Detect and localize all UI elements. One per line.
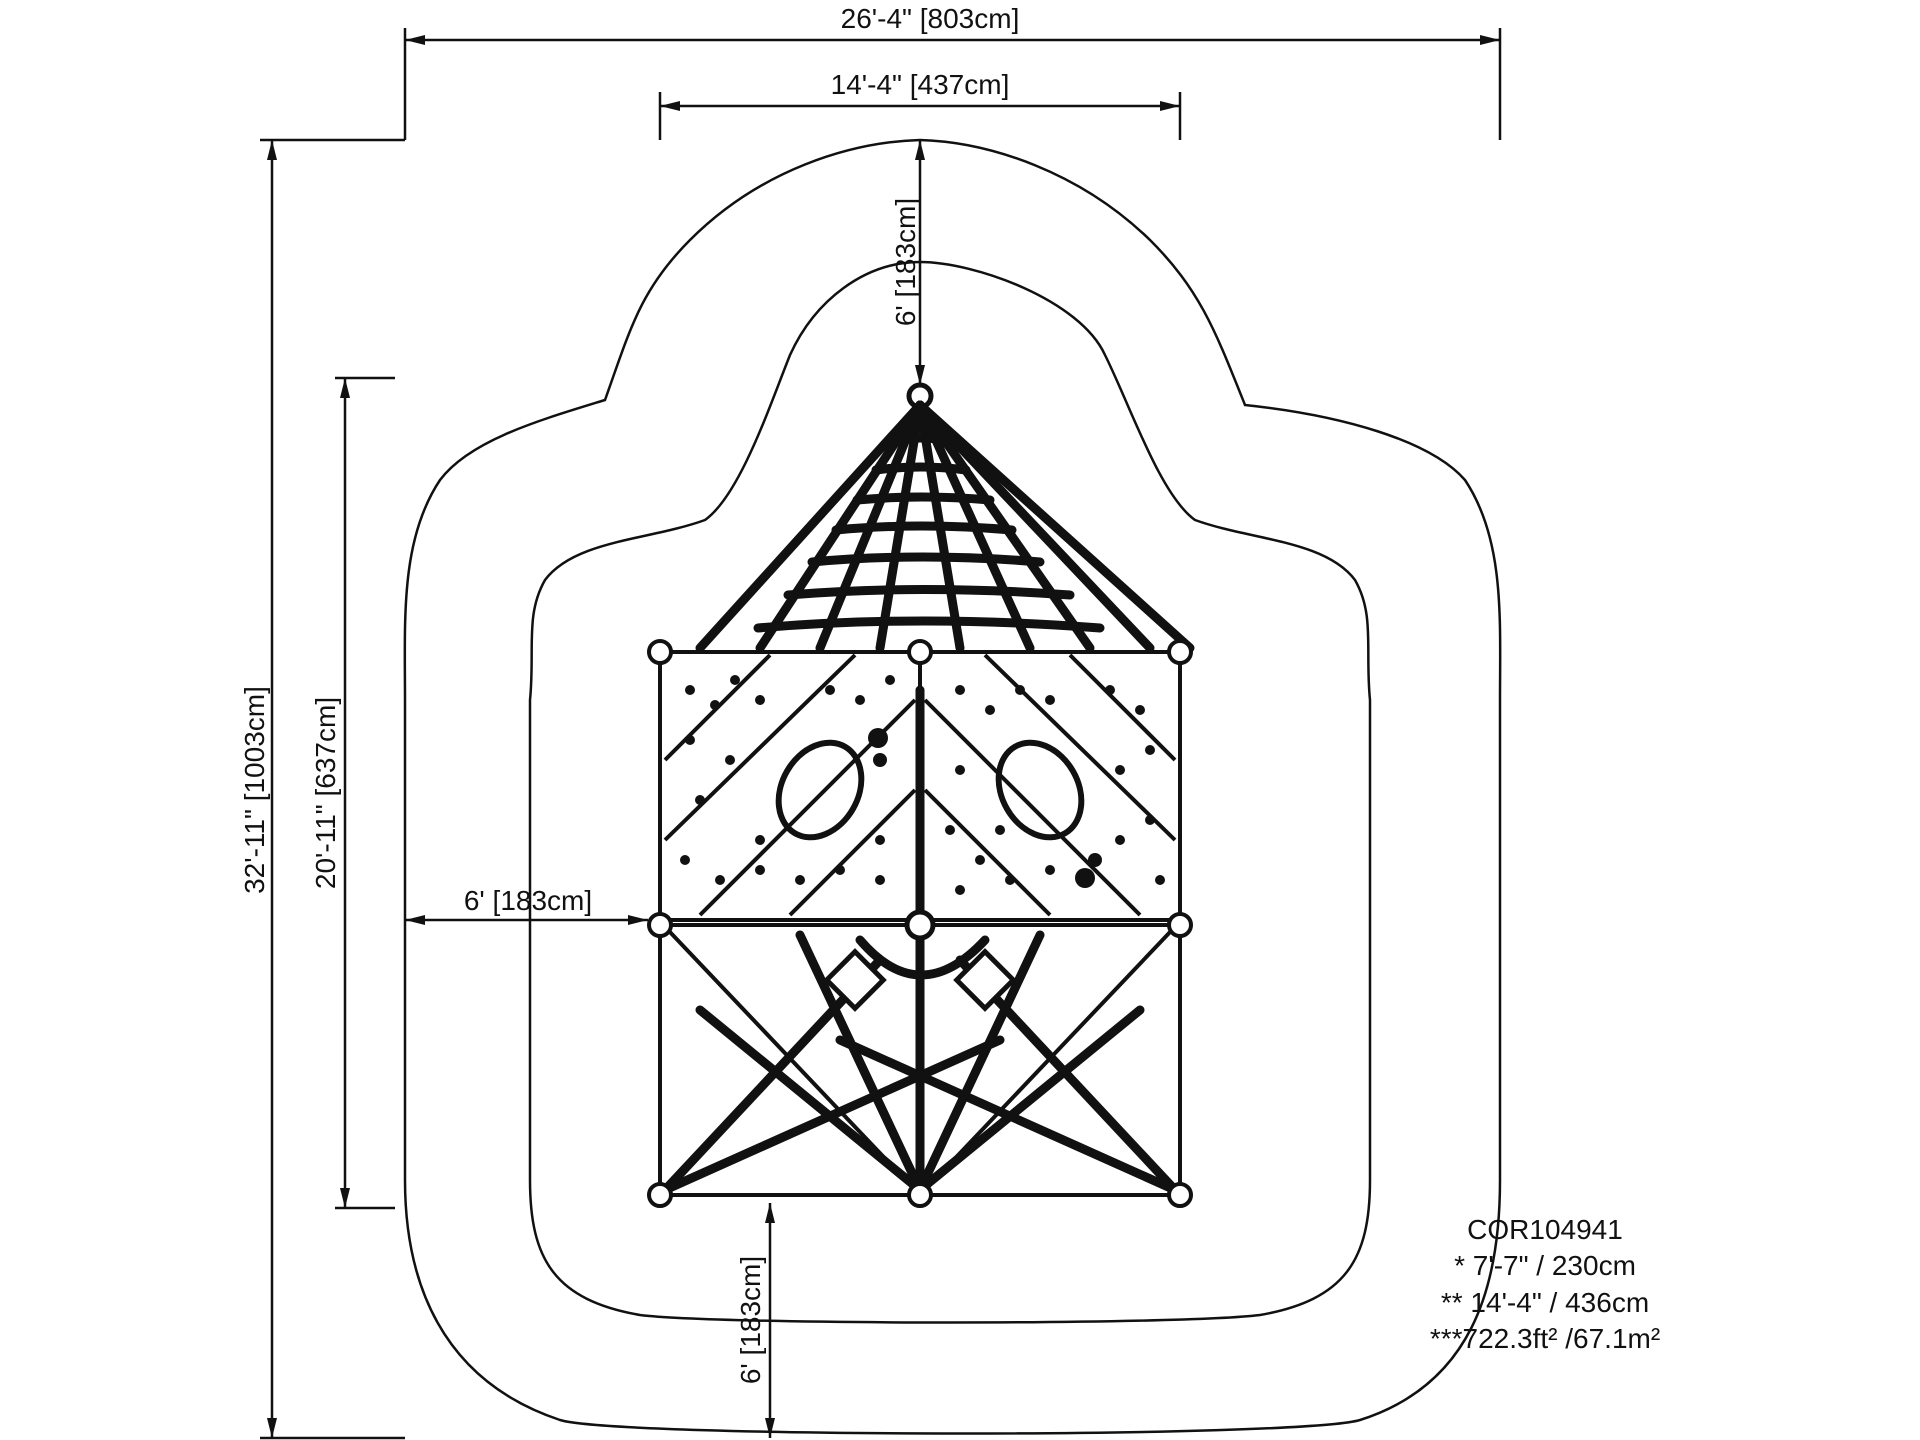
safety-zone-inner xyxy=(528,260,1372,1324)
dimension-top-clearance: 6' [183cm] xyxy=(890,140,925,385)
dimension-structure-length: 20'-11" [637cm] xyxy=(310,376,395,1210)
lower-frame xyxy=(658,923,1182,1197)
dimension-overall-length: 32'-11" [1003cm] xyxy=(239,138,405,1440)
model-number: COR104941 xyxy=(1467,1214,1623,1245)
area-spec: ***722.3ft² /67.1m² xyxy=(1430,1323,1660,1354)
structure-length-label: 20'-11" [637cm] xyxy=(310,697,341,889)
dimension-side-clearance: 6' [183cm] xyxy=(405,885,648,925)
top-clearance-label: 6' [183cm] xyxy=(890,198,921,326)
info-block: COR104941 * 7'-7" / 230cm ** 14'-4" / 43… xyxy=(1430,1214,1660,1354)
safety-zone-outer xyxy=(403,138,1502,1435)
post-caps xyxy=(647,639,1193,1208)
rope-pyramid xyxy=(695,382,1195,653)
dimension-structure-width: 14'-4" [437cm] xyxy=(658,69,1182,140)
height-spec: * 7'-7" / 230cm xyxy=(1454,1250,1636,1281)
structure-width-label: 14'-4" [437cm] xyxy=(831,69,1010,100)
side-clearance-label: 6' [183cm] xyxy=(464,885,592,916)
overall-length-label: 32'-11" [1003cm] xyxy=(239,686,270,894)
climbing-holds xyxy=(680,675,1165,895)
bottom-clearance-label: 6' [183cm] xyxy=(735,1256,766,1384)
dimension-overall-width: 26'-4" [803cm] xyxy=(403,3,1502,140)
length-spec: ** 14'-4" / 436cm xyxy=(1441,1287,1649,1318)
overall-width-label: 26'-4" [803cm] xyxy=(841,3,1020,34)
dimension-bottom-clearance: 6' [183cm] xyxy=(735,1203,775,1438)
